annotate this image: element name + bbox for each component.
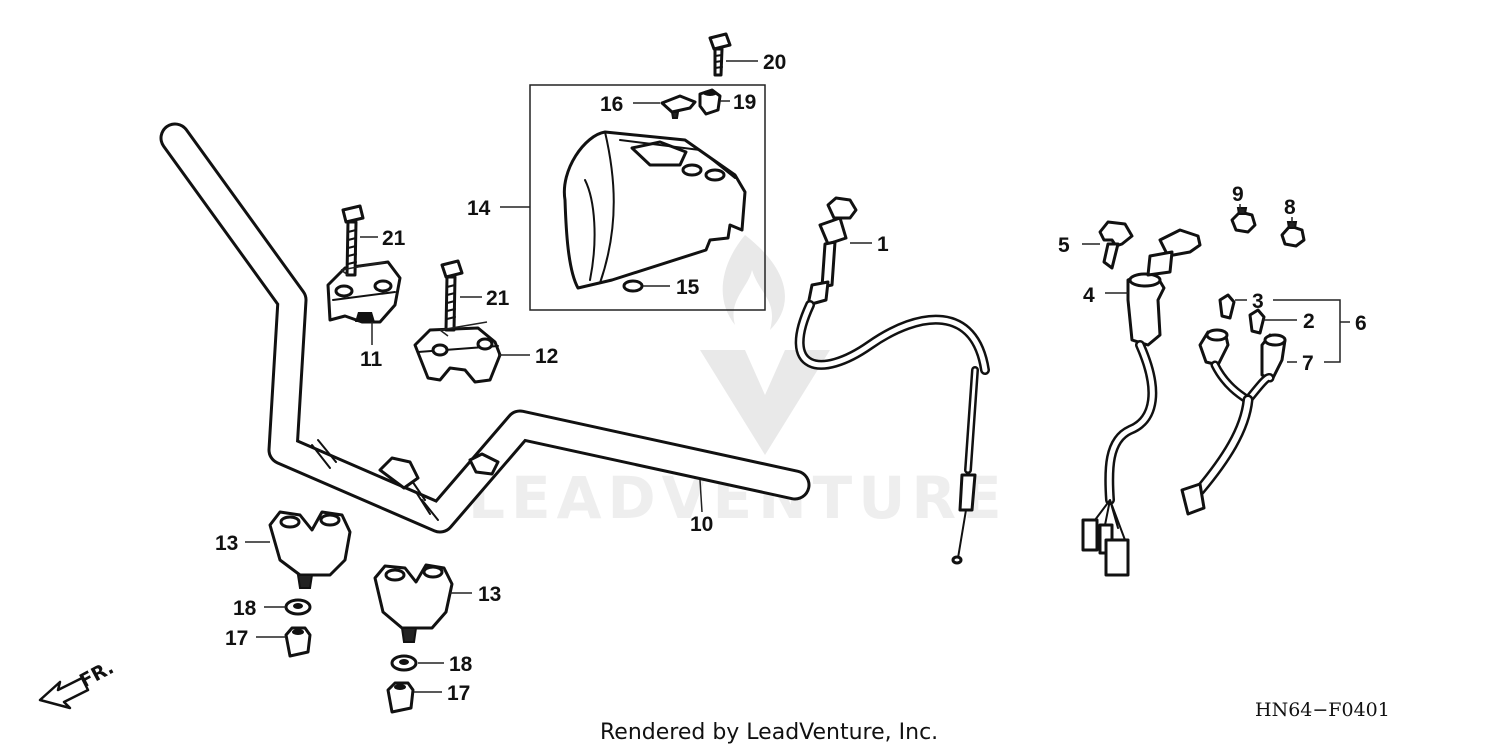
nut-17-left[interactable] (284, 626, 312, 658)
indicator-socket-7[interactable] (1180, 328, 1287, 516)
label-part-21a[interactable]: 21 (382, 227, 406, 250)
grommet-19[interactable] (698, 88, 722, 116)
label-part-9[interactable]: 9 (1232, 183, 1244, 206)
part-labels: 1 2 3 4 5 6 7 8 9 10 11 12 13 13 14 15 1… (215, 51, 1367, 705)
bolt-21-left[interactable] (341, 204, 365, 277)
watermark-flame-icon (722, 235, 785, 330)
label-part-16[interactable]: 16 (600, 93, 623, 116)
diagram-code: HN64−F0401 (1255, 699, 1390, 721)
label-part-13a[interactable]: 13 (215, 532, 238, 555)
upper-holder-11[interactable] (326, 260, 402, 324)
label-part-20[interactable]: 20 (763, 51, 786, 74)
washer-18-right[interactable] (390, 654, 418, 672)
handlebar[interactable] (159, 122, 811, 534)
nut-17-right[interactable] (386, 681, 415, 714)
ignition-key-5[interactable] (1098, 220, 1134, 270)
label-part-13b[interactable]: 13 (478, 583, 501, 606)
bolt-20[interactable] (708, 32, 732, 77)
bolt-21-right[interactable] (440, 259, 464, 332)
grommet-9[interactable] (1230, 207, 1257, 234)
front-arrow-icon (38, 676, 90, 710)
label-part-4[interactable]: 4 (1083, 284, 1095, 307)
label-part-21b[interactable]: 21 (486, 287, 510, 310)
label-part-14[interactable]: 14 (467, 197, 491, 220)
cover-callout-box (529, 84, 766, 311)
watermark-v-icon (700, 350, 830, 455)
label-part-5[interactable]: 5 (1058, 234, 1070, 257)
grommet-8[interactable] (1280, 221, 1306, 248)
bulb-3[interactable] (1218, 293, 1236, 320)
label-part-19[interactable]: 19 (733, 91, 756, 114)
washer-15[interactable] (622, 279, 644, 293)
label-part-7[interactable]: 7 (1302, 352, 1314, 375)
watermark: LEADVENTURE (468, 235, 1002, 532)
lower-holder-13-left[interactable] (268, 510, 352, 589)
label-part-2[interactable]: 2 (1303, 310, 1315, 333)
label-part-17b[interactable]: 17 (447, 682, 470, 705)
label-part-1[interactable]: 1 (877, 233, 889, 256)
clip-16[interactable] (660, 94, 697, 119)
label-part-18b[interactable]: 18 (449, 653, 473, 676)
bulb-2[interactable] (1248, 308, 1266, 335)
leader-lines (245, 60, 1350, 693)
label-part-18a[interactable]: 18 (233, 597, 257, 620)
label-part-10[interactable]: 10 (690, 513, 713, 536)
ignition-switch-4[interactable] (1081, 228, 1202, 577)
upper-holder-12[interactable] (413, 326, 502, 384)
lower-holder-13-right[interactable] (373, 563, 454, 643)
label-part-17a[interactable]: 17 (225, 627, 248, 650)
label-part-8[interactable]: 8 (1284, 196, 1296, 219)
label-part-15[interactable]: 15 (676, 276, 700, 299)
front-direction-marker: FR. (38, 656, 117, 710)
washer-18-left[interactable] (284, 598, 312, 616)
footer-credit: Rendered by LeadVenture, Inc. (600, 720, 938, 745)
label-part-11[interactable]: 11 (360, 348, 383, 371)
handlebar-cover-14[interactable] (562, 130, 747, 290)
label-part-6[interactable]: 6 (1355, 312, 1367, 335)
label-part-3[interactable]: 3 (1252, 290, 1264, 313)
label-part-12[interactable]: 12 (535, 345, 558, 368)
choke-cable-1[interactable] (794, 196, 990, 565)
